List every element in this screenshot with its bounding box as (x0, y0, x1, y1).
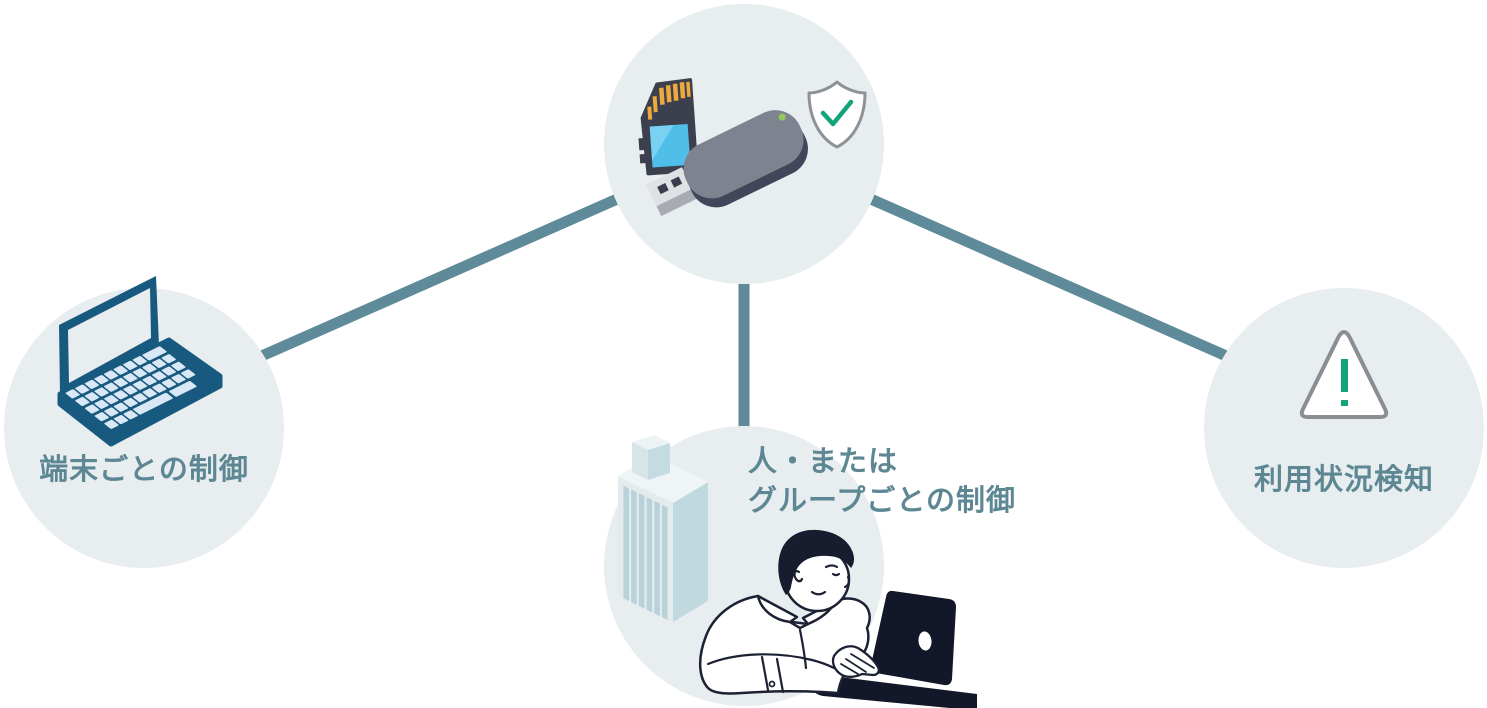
checkmark-icon (820, 99, 854, 127)
usb-drive-icon (645, 110, 808, 217)
warning-triangle-icon (1299, 330, 1389, 419)
person-torso (699, 594, 871, 695)
label-group-control: 人・または グループごとの制御 (748, 442, 1016, 520)
person-laptop-base (810, 674, 977, 708)
person-laptop-lid (870, 590, 956, 686)
person-hand (831, 645, 880, 678)
laptop-icon (57, 276, 223, 447)
office-building-icon (618, 435, 708, 622)
building-windows (623, 485, 668, 620)
shield-check-icon (807, 80, 867, 149)
person-typing-illustration (699, 529, 977, 708)
cuff-button (768, 680, 776, 688)
label-group-control-line2: グループごとの制御 (748, 483, 1016, 517)
sd-card-icon (638, 78, 699, 176)
laptop-logo (918, 631, 932, 651)
label-group-control-line1: 人・または (748, 444, 899, 478)
label-usage-detection: 利用状況検知 (1253, 462, 1434, 496)
detection-node-circle (1204, 288, 1484, 568)
label-terminal-control: 端末ごとの制御 (39, 452, 249, 486)
person-face-features (793, 564, 851, 596)
person-hair (778, 529, 855, 595)
usb-led (778, 113, 786, 121)
sd-card-pins (647, 81, 691, 120)
laptop-keys (65, 346, 197, 430)
